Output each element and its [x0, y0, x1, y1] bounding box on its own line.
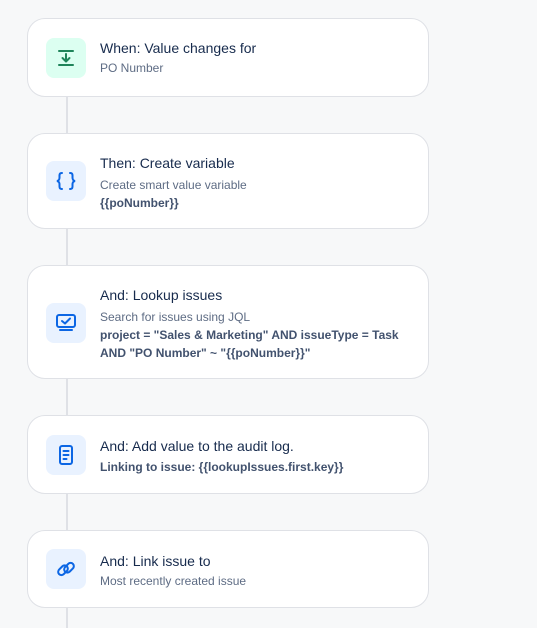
connector-line	[66, 378, 68, 416]
action-card-create-variable[interactable]: Then: Create variable Create smart value…	[27, 133, 429, 229]
connector-line	[66, 493, 68, 531]
step-title: And: Link issue to	[100, 553, 211, 569]
step-title: Then: Create variable	[100, 155, 235, 171]
step-title: And: Lookup issues	[100, 287, 223, 303]
trigger-card-value-changes[interactable]: When: Value changes for PO Number	[27, 18, 429, 97]
curly-braces-icon	[46, 161, 86, 201]
step-title: When: Value changes for	[100, 40, 257, 56]
link-icon	[46, 549, 86, 589]
step-subtitle: Search for issues using JQL	[100, 310, 251, 324]
connector-line	[66, 607, 68, 628]
step-subtitle: Most recently created issue	[100, 574, 247, 588]
document-icon	[46, 435, 86, 475]
step-detail-line: AND "PO Number" ~ "{{poNumber}}"	[100, 346, 311, 360]
step-title: And: Add value to the audit log.	[100, 438, 294, 454]
step-detail: Linking to issue: {{lookupIssues.first.k…	[100, 460, 344, 474]
monitor-search-icon	[46, 303, 86, 343]
action-card-audit-log[interactable]: And: Add value to the audit log. Linking…	[27, 415, 429, 494]
step-detail: {{poNumber}}	[100, 196, 179, 210]
step-subtitle: PO Number	[100, 61, 164, 75]
action-card-link-issue[interactable]: And: Link issue to Most recently created…	[27, 530, 429, 608]
connector-line	[66, 228, 68, 266]
field-change-icon	[46, 38, 86, 78]
step-subtitle: Create smart value variable	[100, 178, 247, 192]
connector-line	[66, 96, 68, 134]
step-detail-line: project = "Sales & Marketing" AND issueT…	[100, 328, 399, 342]
action-card-lookup-issues[interactable]: And: Lookup issues Search for issues usi…	[27, 265, 429, 379]
